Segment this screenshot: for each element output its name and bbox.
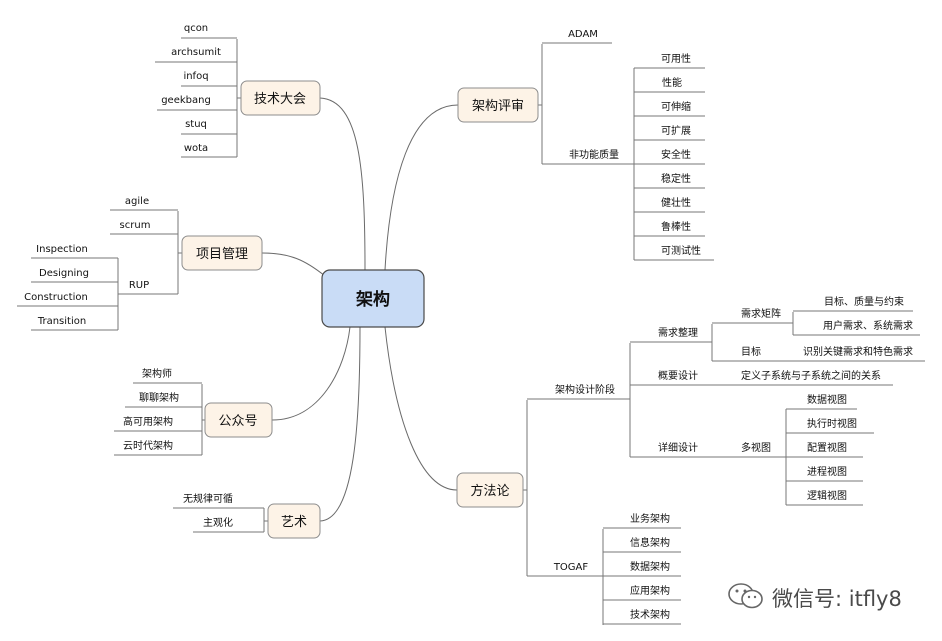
center-node[interactable] [321, 269, 425, 328]
review-label: 架构评审 [472, 99, 524, 114]
method-design-phase: 架构设计阶段 [555, 383, 615, 396]
pm-label: 项目管理 [196, 247, 248, 262]
art-group: 无规律可循 主观化 艺术 [173, 492, 321, 539]
view-item: 进程视图 [807, 465, 847, 478]
view-item: 配置视图 [807, 441, 847, 454]
method-node[interactable] [456, 472, 524, 508]
method-req: 需求整理 [658, 326, 698, 339]
nfq-item: 稳定性 [661, 172, 691, 185]
conf-item: qcon [184, 23, 208, 34]
art-item: 主观化 [203, 516, 233, 529]
wechat-icon [726, 581, 766, 615]
method-overview: 概要设计 [658, 369, 698, 382]
view-item: 数据视图 [807, 393, 847, 406]
method-group: 架构设计阶段 需求整理 需求矩阵 目标、质量与约束 用户需求、系统需求 目标 识… [456, 295, 925, 625]
conf-item: archsumit [171, 47, 221, 58]
togaf-item: 应用架构 [630, 584, 670, 597]
conf-label: 技术大会 [254, 92, 306, 107]
togaf-item: 技术架构 [630, 608, 670, 621]
pm-agile: agile [125, 196, 149, 207]
togaf-item: 数据架构 [630, 560, 670, 573]
rup-item: Inspection [36, 244, 88, 255]
rup-item: Construction [24, 292, 88, 303]
wechat-item: 云时代架构 [123, 439, 173, 452]
togaf-item: 业务架构 [630, 512, 670, 525]
review-nfq: 非功能质量 [569, 148, 619, 161]
wechat-group: 架构师 聊聊架构 高可用架构 云时代架构 公众号 [114, 367, 273, 456]
nfq-item: 健壮性 [661, 196, 691, 209]
nfq-item: 可测试性 [661, 244, 701, 257]
conf-item: stuq [185, 119, 207, 130]
goal-item: 识别关键需求和特色需求 [803, 345, 913, 358]
main-branches [261, 97, 459, 522]
art-item: 无规律可循 [183, 492, 233, 505]
matrix-item: 目标、质量与约束 [824, 295, 904, 308]
method-goal: 目标 [741, 346, 761, 358]
nfq-item: 可用性 [661, 52, 691, 65]
wechat-label: 公众号 [218, 414, 257, 429]
art-node[interactable] [267, 503, 321, 539]
review-adam: ADAM [568, 29, 598, 40]
conf-item: geekbang [161, 95, 211, 106]
watermark: 微信号: itfly8 [726, 583, 902, 613]
overview-item: 定义子系统与子系统之间的关系 [741, 369, 881, 382]
conf-node[interactable] [240, 80, 321, 116]
pm-group: agile scrum RUP Inspection Designing Con… [17, 196, 263, 331]
pm-scrum: scrum [120, 220, 151, 231]
nfq-item: 可扩展 [661, 124, 691, 137]
togaf-item: 信息架构 [630, 536, 670, 549]
nfq-item: 可伸缩 [661, 100, 691, 113]
matrix-item: 用户需求、系统需求 [823, 319, 913, 332]
rup-item: Transition [37, 316, 86, 327]
review-group: ADAM 非功能质量 可用性 性能 可伸缩 可扩展 安全性 稳定性 健壮性 鲁棒… [457, 29, 714, 261]
view-item: 逻辑视图 [807, 489, 847, 502]
watermark-text: 微信号: itfly8 [772, 587, 902, 611]
conf-item: infoq [183, 71, 208, 82]
wechat-node[interactable] [204, 402, 273, 438]
art-label: 艺术 [281, 515, 307, 530]
nfq-item: 性能 [662, 76, 682, 89]
wechat-item: 高可用架构 [123, 415, 173, 428]
center-label: 架构 [356, 289, 390, 310]
rup-item: Designing [39, 268, 89, 279]
pm-node[interactable] [181, 235, 263, 271]
wechat-item: 架构师 [142, 367, 172, 380]
nfq-item: 鲁棒性 [661, 220, 691, 233]
method-togaf: TOGAF [553, 562, 589, 573]
pm-rup: RUP [129, 280, 149, 291]
wechat-item: 聊聊架构 [139, 391, 179, 404]
method-matrix: 需求矩阵 [741, 307, 781, 320]
conf-group: qcon archsumit infoq geekbang stuq wota … [155, 23, 321, 158]
method-label: 方法论 [470, 483, 509, 499]
method-detail: 详细设计 [658, 441, 698, 454]
nfq-item: 安全性 [661, 148, 691, 161]
review-node[interactable] [457, 87, 539, 123]
view-item: 执行时视图 [807, 417, 857, 430]
method-multiview: 多视图 [741, 441, 771, 454]
conf-item: wota [184, 143, 208, 154]
